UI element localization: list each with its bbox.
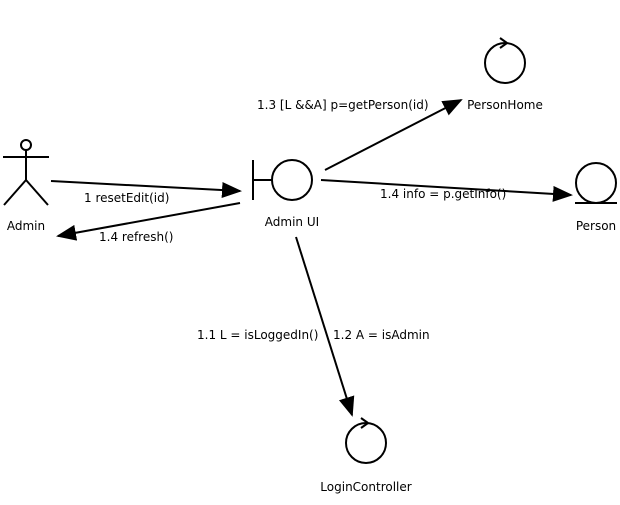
login-check-arrow[interactable]	[295, 236, 355, 417]
admin-actor[interactable]: Admin	[3, 139, 49, 233]
person-home-control[interactable]: PersonHome	[467, 37, 543, 112]
person-entity[interactable]: Person	[575, 162, 617, 233]
admin-label: Admin	[7, 219, 45, 233]
reset-edit-arrow[interactable]	[50, 180, 242, 199]
admin-ui-boundary[interactable]: Admin UI	[252, 159, 319, 229]
get-info-arrow[interactable]	[320, 179, 573, 202]
actor-left-leg	[3, 179, 27, 206]
refresh-arrow[interactable]	[56, 202, 241, 241]
actor-right-leg	[25, 179, 49, 206]
control-arrow-icon	[360, 417, 369, 429]
is-admin-message: 1.2 A = isAdmin	[333, 328, 430, 342]
login-controller-label: LoginController	[320, 480, 411, 494]
person-label: Person	[576, 219, 616, 233]
control-circle	[345, 422, 387, 464]
get-person-arrow[interactable]	[324, 99, 463, 171]
control-circle	[484, 42, 526, 84]
control-arrow-icon	[499, 37, 508, 49]
login-controller-control[interactable]: LoginController	[320, 417, 412, 494]
actor-head	[20, 139, 32, 151]
get-person-message: 1.3 [L &&A] p=getPerson(id)	[257, 98, 429, 112]
boundary-circle	[271, 159, 313, 201]
admin-ui-label: Admin UI	[265, 215, 319, 229]
entity-circle	[575, 162, 617, 204]
get-info-message: 1.4 info = p.getInfo()	[380, 187, 506, 201]
person-home-label: PersonHome	[467, 98, 543, 112]
is-logged-in-message: 1.1 L = isLoggedIn()	[197, 328, 318, 342]
reset-edit-message: 1 resetEdit(id)	[84, 191, 169, 205]
refresh-message: 1.4 refresh()	[99, 230, 173, 244]
